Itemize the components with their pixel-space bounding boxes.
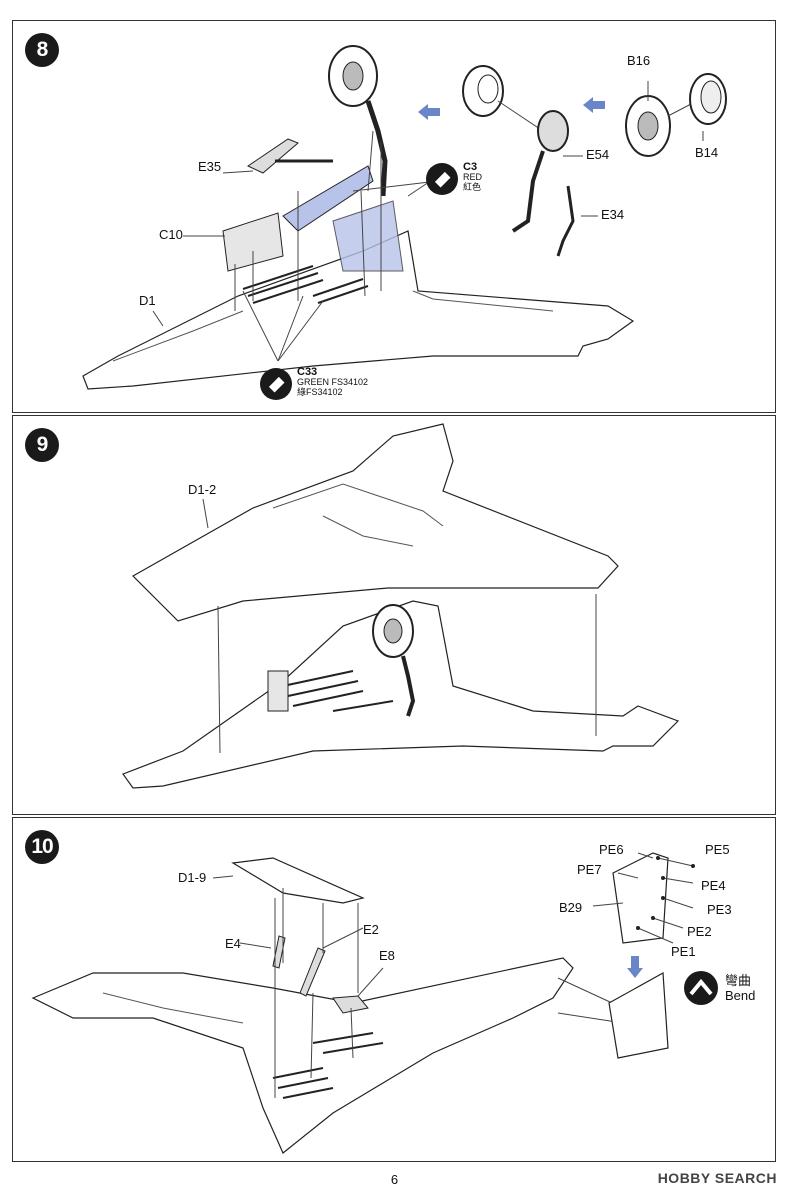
part-label-d1-2: D1-2 — [188, 482, 217, 497]
part-label-e54: E54 — [586, 147, 610, 162]
part-label-e34: E34 — [601, 207, 625, 222]
step-9-drawing — [122, 423, 680, 789]
direction-arrow-icon — [627, 956, 643, 978]
part-label-e2: E2 — [363, 922, 379, 937]
step-9-panel: 9 D1-2 — [12, 415, 776, 815]
direction-arrow-icon — [418, 104, 440, 120]
part-label-d1: D1 — [139, 293, 156, 308]
step-10-drawing — [31, 852, 695, 1154]
part-label-pe1: PE1 — [671, 944, 696, 959]
step-10-panel: 10 — [12, 817, 776, 1162]
part-label-e8: E8 — [379, 948, 395, 963]
bend-instruction: 彎曲 Bend — [725, 973, 756, 1003]
part-label-e35: E35 — [198, 159, 222, 174]
part-label-pe5: PE5 — [705, 842, 730, 857]
direction-arrow-icon — [583, 97, 605, 113]
part-label-pe6: PE6 — [599, 842, 624, 857]
step-number-badge: 8 — [25, 33, 59, 67]
paint-callout-green: C33 GREEN FS34102 綠FS34102 — [297, 366, 369, 398]
watermark-hobby-search: HOBBY SEARCH — [657, 1170, 777, 1186]
step-number-badge: 9 — [25, 428, 59, 462]
paint-brush-icon — [260, 368, 292, 400]
part-label-pe2: PE2 — [687, 924, 712, 939]
part-label-b16: B16 — [627, 53, 651, 68]
part-label-c10: C10 — [159, 227, 183, 242]
part-label-pe4: PE4 — [701, 878, 726, 893]
step-8-panel: 8 — [12, 20, 776, 413]
part-label-b14: B14 — [695, 145, 719, 160]
step-8-drawing — [82, 45, 727, 390]
part-label-b29: B29 — [559, 900, 583, 915]
paint-brush-icon — [426, 163, 458, 195]
part-label-e4: E4 — [225, 936, 241, 951]
paint-callout-red: C3 RED 紅色 — [463, 161, 483, 193]
part-label-pe3: PE3 — [707, 902, 732, 917]
step-number-badge: 10 — [25, 830, 59, 864]
part-label-pe7: PE7 — [577, 862, 602, 877]
part-label-d1-9: D1-9 — [178, 870, 207, 885]
bend-icon — [684, 971, 718, 1005]
page-number: 6 — [390, 1172, 399, 1187]
